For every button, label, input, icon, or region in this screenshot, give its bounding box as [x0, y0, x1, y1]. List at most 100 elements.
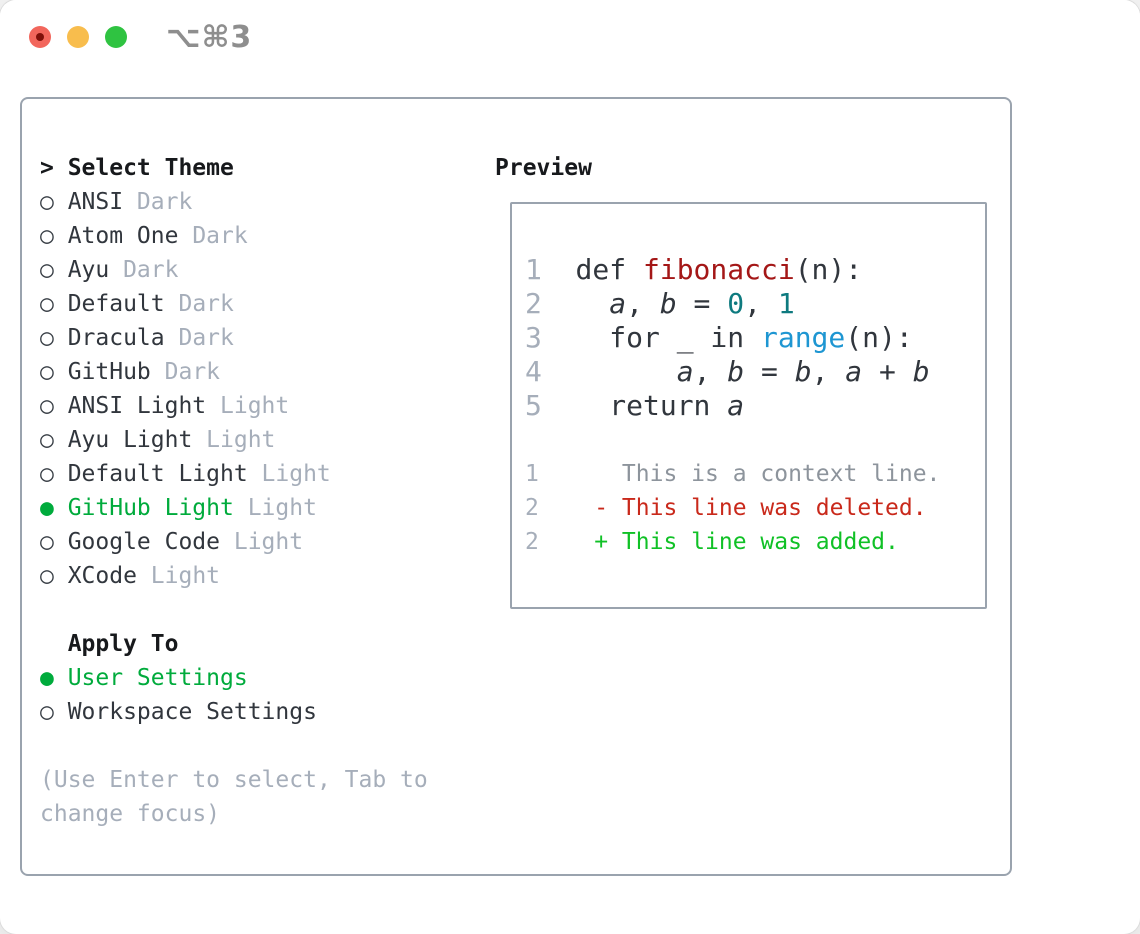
line-number: 1	[525, 461, 539, 487]
theme-variant: Light	[233, 529, 304, 555]
select-theme-title: Select Theme	[67, 155, 234, 181]
theme-name: Ayu Light	[67, 427, 193, 453]
theme-variant: Dark	[192, 223, 248, 249]
code-token: b	[912, 355, 930, 388]
theme-name: Default Light	[67, 461, 248, 487]
line-number: 5	[525, 389, 542, 422]
theme-option[interactable]: ○ ANSI Dark	[40, 185, 485, 219]
line-number: 2	[525, 495, 539, 521]
code-token: (n):	[845, 321, 913, 354]
theme-variant: Light	[150, 563, 221, 589]
line-number: 4	[525, 355, 542, 388]
theme-name: Atom One	[67, 223, 179, 249]
code-token: This is a context line.	[552, 461, 941, 487]
code-token: 0	[727, 287, 745, 320]
theme-name: ANSI Light	[67, 393, 207, 419]
code-token: a	[609, 287, 627, 320]
theme-option[interactable]: ○ XCode Light	[40, 559, 485, 593]
theme-name: XCode	[67, 563, 137, 589]
apply-option[interactable]: ○ Workspace Settings	[40, 695, 485, 729]
code-token: a	[676, 355, 694, 388]
code-token: range	[760, 321, 846, 354]
prompt-icon: >	[40, 155, 54, 181]
code-line: 4 a, b = b, a + b	[525, 355, 985, 389]
theme-variant: Dark	[178, 325, 234, 351]
theme-option[interactable]: ○ Default Light Light	[40, 457, 485, 491]
code-token: for _ in	[575, 321, 761, 354]
radio-icon: ○	[40, 189, 54, 215]
preview-diff: 1 This is a context line. 2 - This line …	[525, 457, 985, 559]
theme-variant: Dark	[178, 291, 234, 317]
theme-variant: Dark	[164, 359, 221, 385]
code-line: 2 - This line was deleted.	[525, 491, 985, 525]
minimize-button[interactable]	[67, 26, 89, 48]
radio-icon: ○	[40, 325, 54, 351]
code-token: - This line was deleted.	[552, 495, 927, 521]
keyboard-hint: (Use Enter to select, Tab to change focu…	[40, 767, 428, 827]
theme-name: GitHub	[67, 359, 151, 385]
radio-icon: ○	[40, 223, 54, 249]
radio-icon: ○	[40, 461, 54, 487]
code-token: a	[845, 355, 863, 388]
line-number: 3	[525, 321, 542, 354]
apply-to-list: ● User Settings ○ Workspace Settings	[40, 661, 485, 729]
code-token: ,	[811, 355, 846, 388]
line-number: 2	[525, 529, 539, 555]
theme-option[interactable]: ○ Atom One Dark	[40, 219, 485, 253]
code-token: def	[575, 253, 643, 286]
apply-to-title: Apply To	[67, 631, 179, 657]
radio-icon: ○	[40, 699, 54, 725]
theme-name: ANSI	[67, 189, 124, 215]
theme-variant: Light	[206, 427, 276, 453]
close-button[interactable]	[29, 26, 51, 48]
theme-name: GitHub Light	[67, 495, 234, 521]
code-token: =	[676, 287, 728, 320]
code-token: + This line was added.	[552, 529, 899, 555]
radio-icon: ●	[40, 665, 54, 691]
code-token: return	[575, 389, 728, 422]
code-line: 5 return a	[525, 389, 985, 423]
code-token: a	[727, 389, 745, 422]
apply-option-label: User Settings	[67, 665, 248, 691]
theme-variant: Dark	[136, 189, 193, 215]
line-number: 1	[525, 253, 542, 286]
code-line: 2 + This line was added.	[525, 525, 985, 559]
theme-option[interactable]: ○ GitHub Dark	[40, 355, 485, 389]
code-token: ,	[693, 355, 728, 388]
theme-variant: Light	[220, 393, 290, 419]
code-token	[576, 287, 610, 320]
code-token: b	[794, 355, 812, 388]
code-line: 3 for _ in range(n):	[525, 321, 985, 355]
radio-icon: ●	[40, 495, 54, 521]
maximize-button[interactable]	[105, 26, 127, 48]
theme-name: Google Code	[67, 529, 221, 555]
apply-option-label: Workspace Settings	[67, 699, 317, 725]
radio-icon: ○	[40, 563, 54, 589]
radio-icon: ○	[40, 291, 54, 317]
theme-variant: Light	[247, 495, 317, 521]
code-token: 1	[777, 287, 795, 320]
theme-name: Ayu	[67, 257, 110, 283]
theme-option[interactable]: ● GitHub Light Light	[40, 491, 485, 525]
spacer	[40, 593, 485, 627]
theme-variant: Light	[261, 461, 331, 487]
code-token: b	[727, 355, 745, 388]
code-token: =	[744, 355, 795, 388]
radio-icon: ○	[40, 359, 54, 385]
theme-variant: Dark	[123, 257, 179, 283]
select-theme-header: > Select Theme	[40, 151, 485, 185]
apply-to-header: Apply To	[40, 627, 485, 661]
apply-option[interactable]: ● User Settings	[40, 661, 485, 695]
